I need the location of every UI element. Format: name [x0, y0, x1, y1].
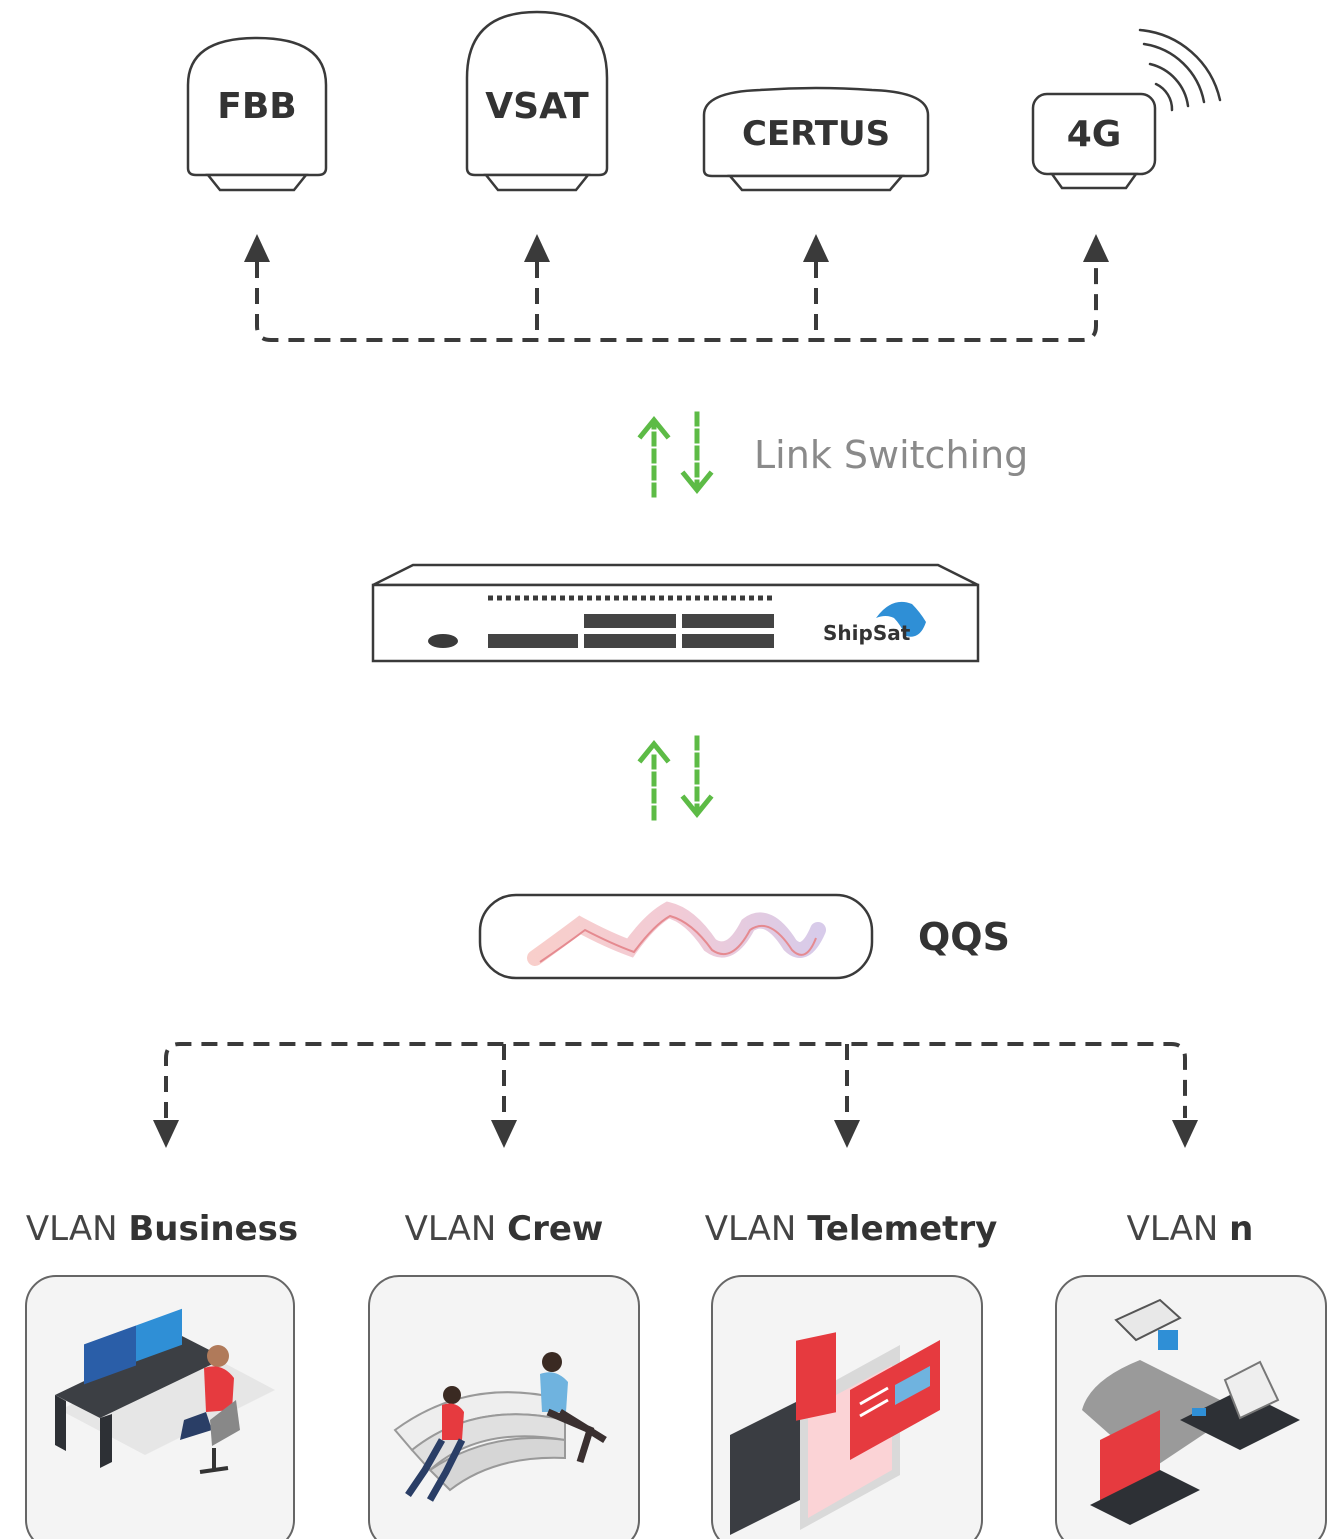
telemetry-dashboard-icon — [730, 1332, 940, 1535]
vlan-arrowheads — [153, 1120, 1198, 1148]
port-icon — [428, 634, 458, 648]
router-qqs-arrows-icon — [637, 735, 714, 821]
vlan-telemetry-label: VLAN Telemetry — [705, 1209, 998, 1249]
arrow-up-icon — [803, 234, 829, 262]
vlan-connectors — [164, 1042, 1187, 1118]
arrow-down-icon — [153, 1120, 179, 1148]
vlan-n-card — [1055, 1275, 1327, 1539]
shipsat-logo-icon — [876, 601, 926, 637]
arrow-up-icon — [244, 234, 270, 262]
waveform-icon — [527, 901, 826, 966]
uplink-connectors — [255, 262, 1098, 342]
vlan-business-label: VLAN Business — [26, 1209, 298, 1249]
uplink-arrowheads — [244, 234, 1109, 262]
arrow-up-icon — [524, 234, 550, 262]
vlan-telemetry-card — [711, 1275, 983, 1539]
shipsat-router: ShipSat — [371, 563, 980, 663]
office-worker-icon — [55, 1308, 275, 1474]
qqs-label: QQS — [918, 915, 1010, 959]
link-switching-arrows-icon — [637, 411, 714, 498]
fbb-antenna: FBB — [186, 36, 328, 192]
vlan-n-label: VLAN n — [1127, 1209, 1254, 1249]
link-switching-label: Link Switching — [754, 433, 1028, 477]
4g-antenna: 4G — [1031, 28, 1222, 190]
router-brand-label: ShipSat — [823, 621, 911, 645]
vsat-label: VSAT — [485, 86, 589, 127]
4g-label: 4G — [1067, 114, 1122, 155]
fbb-label: FBB — [217, 86, 296, 127]
vsat-antenna: VSAT — [465, 10, 609, 192]
wireless-signal-icon — [1138, 28, 1222, 112]
vlan-crew-label: VLAN Crew — [405, 1209, 604, 1249]
vlan-crew-card — [368, 1275, 640, 1539]
vlan-business-card — [25, 1275, 295, 1539]
arrow-down-icon — [834, 1120, 860, 1148]
security-pos-icon — [1082, 1298, 1300, 1525]
crew-lounge-icon — [393, 1352, 607, 1502]
arrow-down-icon — [491, 1120, 517, 1148]
arrow-down-icon — [1172, 1120, 1198, 1148]
arrow-up-icon — [1083, 234, 1109, 262]
certus-antenna: CERTUS — [702, 86, 930, 192]
qqs-module: QQS — [478, 893, 1010, 980]
certus-label: CERTUS — [742, 114, 890, 154]
